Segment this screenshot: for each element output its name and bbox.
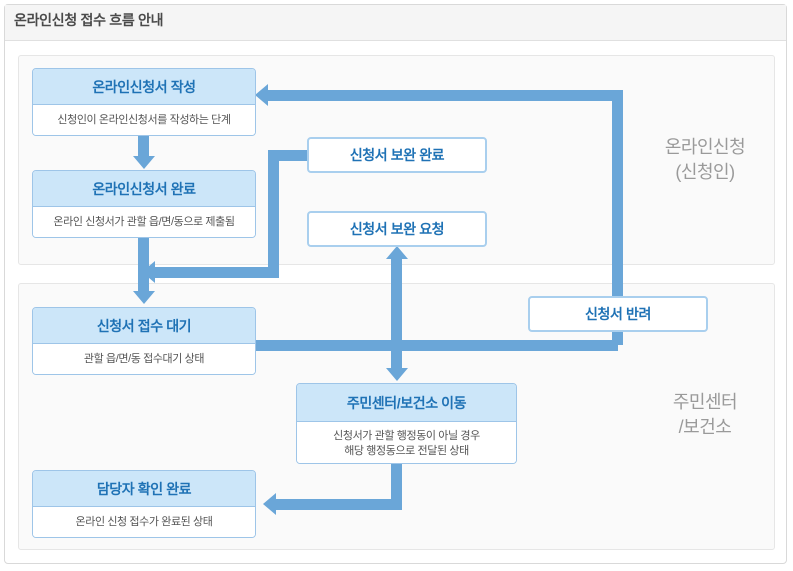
page-title: 온라인신청 접수 흐름 안내	[14, 12, 164, 28]
arrow-head-to-write	[255, 84, 268, 106]
arrow-head-to-wait	[133, 291, 155, 304]
connector-bus-to-supplement-request	[391, 258, 402, 346]
node-description: 관할 읍/면/동 접수대기 상태	[33, 344, 255, 374]
lane-label-online: 온라인신청 (신청인)	[664, 137, 746, 182]
connector-reject-to-write-horizontal	[268, 90, 618, 101]
node-move-to-community-center[interactable]: 주민센터/보건소 이동 신청서가 관할 행정동이 아닐 경우 해당 행정동으로 …	[296, 383, 517, 464]
node-application-rejected[interactable]: 신청서 반려	[528, 296, 708, 332]
connector-complete-to-wait	[138, 238, 149, 293]
node-description: 온라인 신청서가 관할 읍/면/동으로 제출됨	[33, 207, 255, 237]
node-application-receipt-waiting[interactable]: 신청서 접수 대기 관할 읍/면/동 접수대기 상태	[32, 307, 256, 375]
connector-move-to-done-vertical	[391, 464, 402, 510]
node-description: 신청인이 온라인신청서를 작성하는 단계	[33, 105, 255, 135]
arrow-head-to-done	[263, 493, 276, 515]
connector-bus-to-move	[391, 345, 402, 370]
connector-wait-bus-horizontal	[256, 340, 618, 351]
connector-supplement-done-vertical	[268, 150, 279, 278]
node-online-application-write[interactable]: 온라인신청서 작성 신청인이 온라인신청서를 작성하는 단계	[32, 68, 256, 136]
node-supplement-complete[interactable]: 신청서 보완 완료	[307, 137, 487, 173]
node-description: 온라인 신청 접수가 완료된 상태	[33, 507, 255, 537]
connector-move-to-done-horizontal	[276, 499, 402, 510]
node-title: 온라인신청서 작성	[33, 69, 255, 105]
connector-bus-to-reject-vertical	[612, 330, 623, 345]
node-title: 담당자 확인 완료	[33, 471, 255, 507]
node-title: 신청서 접수 대기	[33, 308, 255, 344]
node-staff-confirmation-complete[interactable]: 담당자 확인 완료 온라인 신청 접수가 완료된 상태	[32, 470, 256, 538]
connector-supplement-done-to-wait-horizontal	[155, 267, 275, 278]
node-online-application-complete[interactable]: 온라인신청서 완료 온라인 신청서가 관할 읍/면/동으로 제출됨	[32, 170, 256, 238]
connector-write-to-complete	[138, 136, 149, 158]
title-bar	[5, 5, 786, 41]
lane-label-center: 주민센터 /보건소	[672, 392, 738, 437]
connector-supplement-done-horizontal	[268, 150, 313, 161]
connector-reject-to-write-vertical	[612, 90, 623, 296]
node-description: 신청서가 관할 행정동이 아닐 경우 해당 행정동으로 전달된 상태	[297, 422, 516, 463]
node-title: 온라인신청서 완료	[33, 171, 255, 207]
node-supplement-request[interactable]: 신청서 보완 요청	[307, 211, 487, 247]
arrow-head-to-complete	[133, 156, 155, 169]
node-title: 주민센터/보건소 이동	[297, 384, 516, 422]
arrow-head-to-supplement-request	[386, 246, 408, 259]
arrow-head-to-move	[386, 368, 408, 381]
